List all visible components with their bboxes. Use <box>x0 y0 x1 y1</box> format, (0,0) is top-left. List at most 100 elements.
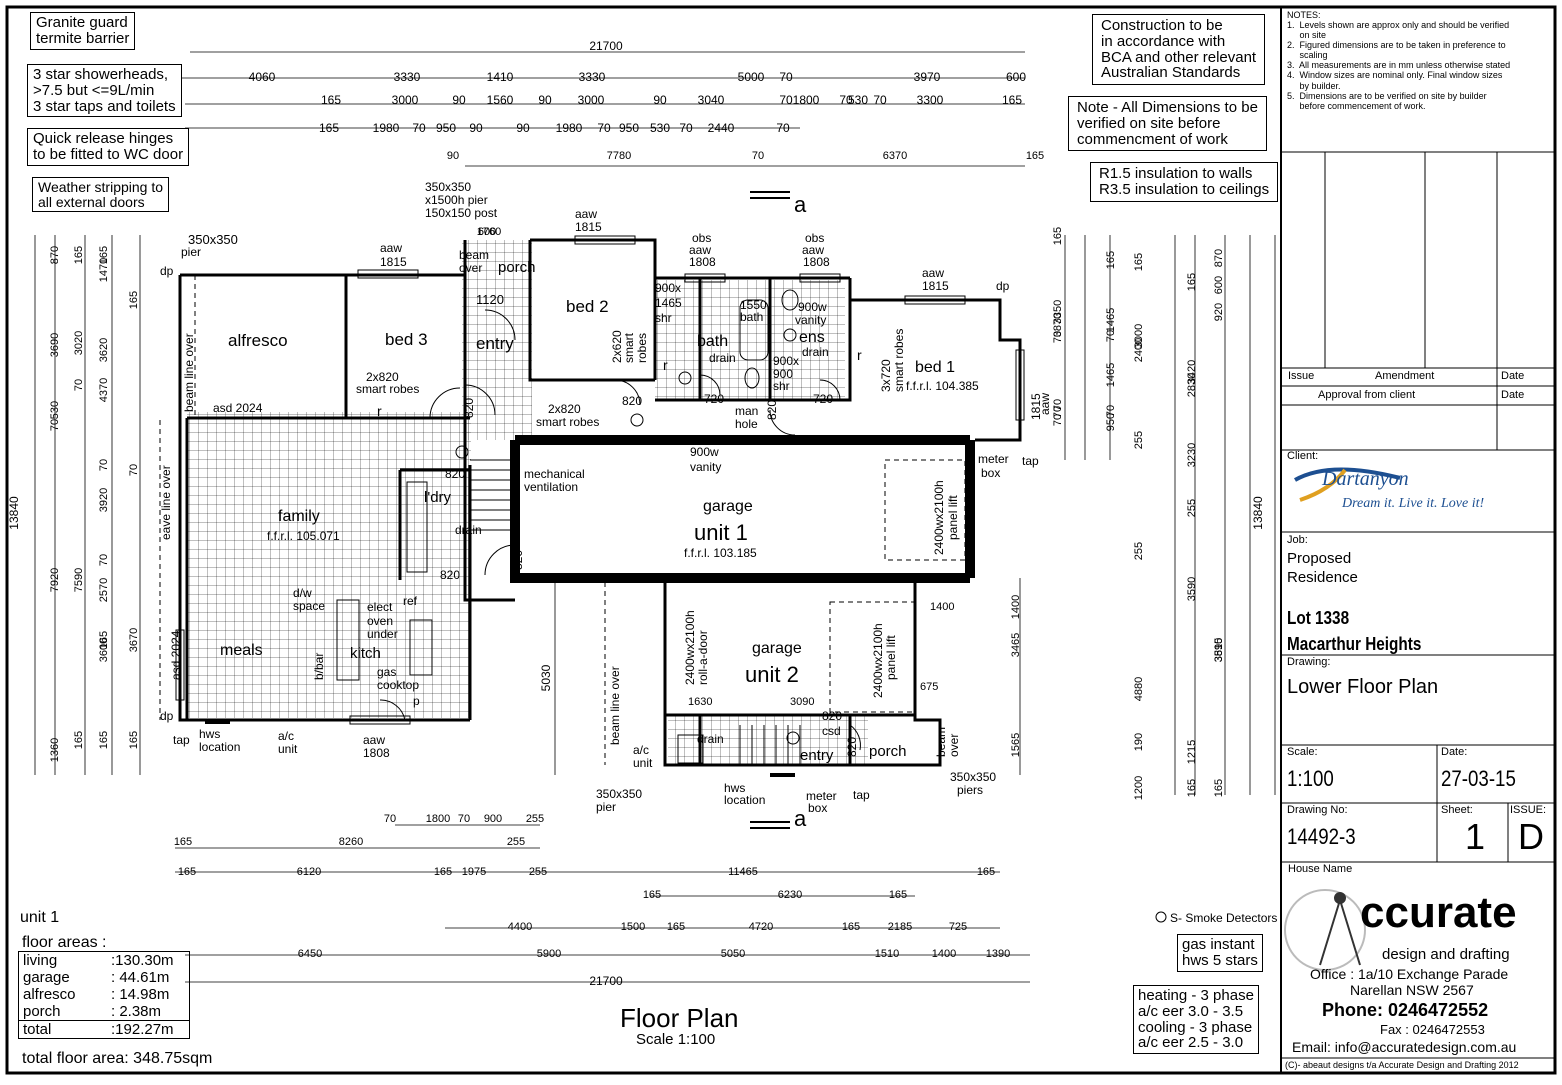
plan-annotation: aaw <box>380 241 402 255</box>
general-notes: NOTES: 1. Levels shown are approx only a… <box>1287 10 1552 111</box>
plan-annotation: location <box>724 793 765 807</box>
hws-note-line-2: hws 5 stars <box>1182 951 1258 969</box>
dimension-label: 2440 <box>708 121 735 135</box>
plan-annotation: 900x <box>773 354 799 368</box>
dimension-label: 7920 <box>49 568 61 592</box>
plan-annotation: 720 <box>704 392 724 406</box>
top-note-line: BCA and other relevant <box>1101 48 1257 66</box>
dimension-label: 900 <box>484 813 502 825</box>
dimension-label: 90 <box>538 93 552 107</box>
plan-annotation: asd 2024 <box>213 401 263 415</box>
drawing-label: Drawing: <box>1287 656 1331 668</box>
dimension-label: 165 <box>98 246 110 264</box>
plan-annotation: box <box>981 466 1000 480</box>
plan-annotation: aaw <box>802 243 824 257</box>
left-note-line: Granite guard <box>36 14 128 31</box>
dimension-label: 165 <box>889 889 907 901</box>
dimension-label: 70 <box>1052 399 1064 411</box>
plan-annotation: meter <box>806 789 837 803</box>
plan-annotation: 1630 <box>688 696 712 708</box>
dimension-label: 70 <box>1105 330 1117 342</box>
date-label-2: Date <box>1501 389 1525 401</box>
dimension-label: 3000 <box>1133 324 1145 348</box>
dimension-label: 3815 <box>1213 638 1225 662</box>
plan-annotation: drain <box>697 732 724 746</box>
plan-annotation: obs <box>692 231 711 245</box>
left-note-line: 3 star taps and toilets <box>33 97 176 115</box>
hws-note-line-1: gas instant <box>1182 936 1255 953</box>
dimension-label: 165 <box>1026 150 1044 162</box>
plan-annotation: pier <box>596 800 616 814</box>
dimension-label: 530 <box>650 121 670 135</box>
dimension-label: 70 <box>1052 406 1064 418</box>
plan-annotation: shr <box>773 379 790 393</box>
plan-annotation: 1815 <box>380 255 407 269</box>
dimension-label: 3420 <box>1186 360 1198 384</box>
plan-annotation: 820 <box>445 467 465 481</box>
plan-annotation: 1465 <box>655 296 682 310</box>
dimension-label: 5900 <box>537 948 561 960</box>
dimension-label: 21700 <box>589 974 623 988</box>
room-label-garage1_level: f.f.r.l. 103.185 <box>684 546 757 560</box>
area-row: garage: 44.61m <box>19 969 189 986</box>
sheet-number: 1 <box>1465 816 1486 857</box>
general-note-item: 1. Levels shown are approx only and shou… <box>1287 20 1510 31</box>
dimension-label: 2570 <box>98 578 110 602</box>
dimension-label: 165 <box>1133 253 1145 271</box>
hvac-note-line-1: heating - 3 phase <box>1138 987 1254 1004</box>
dimension-label: 870 <box>49 246 61 264</box>
lot-number: Lot 1338 <box>1287 608 1350 628</box>
windows <box>175 235 1025 725</box>
top-note-line: Note - All Dimensions to be <box>1077 99 1258 116</box>
dimension-label: 3040 <box>698 93 725 107</box>
job-label: Job: <box>1287 534 1308 546</box>
dimension-label: 4400 <box>508 921 532 933</box>
walls-unit-1 <box>178 238 1022 722</box>
plan-annotation: 1400 <box>930 601 954 613</box>
dimension-label: 165 <box>1186 273 1198 291</box>
hvac-note: heating - 3 phase a/c eer 3.0 - 3.5 cool… <box>1133 985 1259 1054</box>
scale-label: Scale: <box>1287 746 1318 758</box>
job-line-1: Proposed <box>1287 550 1352 567</box>
issue-label: Issue <box>1288 370 1315 382</box>
plan-annotation: 2x820 <box>366 370 399 384</box>
area-schedule-unit: unit 1 <box>20 909 60 926</box>
plan-title: Floor Plan <box>620 1003 739 1033</box>
dimension-label: 1980 <box>373 121 400 135</box>
dimension-label: 165 <box>1186 779 1198 797</box>
plan-annotation: 820 <box>822 709 842 723</box>
plan-annotation: space <box>293 599 325 613</box>
drawing-number: 14492-3 <box>1287 824 1356 849</box>
dimension-label: 70 <box>1052 331 1064 343</box>
date-value: 27-03-15 <box>1441 766 1516 791</box>
plan-annotation: ref <box>403 594 418 608</box>
plan-annotation: 1120 <box>476 292 504 307</box>
plan-annotation: under <box>367 627 398 641</box>
room-label-ldry: l'dry <box>424 489 452 506</box>
plan-annotation: d/w <box>293 586 312 600</box>
left-note-line: >7.5 but <=9L/min <box>33 81 155 99</box>
tile-floor-entry <box>462 240 532 440</box>
plan-annotation: smart robes <box>892 329 906 392</box>
hvac-note-line-4: a/c eer 2.5 - 3.0 <box>1138 1034 1244 1052</box>
dimension-label: 3690 <box>49 333 61 357</box>
office-suburb: Narellan NSW 2567 <box>1350 982 1474 998</box>
dimension-label: 1465 <box>1105 363 1117 387</box>
plan-annotation: 820 <box>462 398 476 418</box>
plan-annotation: pier <box>181 245 201 259</box>
dimension-label: 6450 <box>298 948 322 960</box>
dimension-label: 3020 <box>73 331 85 355</box>
plan-annotation: 2400wx2100h <box>932 480 946 555</box>
room-label-bath: bath <box>697 333 728 350</box>
plan-annotation: 350x350 <box>425 180 471 194</box>
dimension-label: 1510 <box>875 948 899 960</box>
hws-markers <box>205 720 795 777</box>
plan-annotation: x1500h pier <box>425 193 488 207</box>
plan-annotation: 3x720 <box>879 359 893 392</box>
dimension-label: 70 <box>128 464 140 476</box>
dimension-label: 90 <box>447 150 459 162</box>
dimension-label: 70 <box>384 813 396 825</box>
date-label: Date <box>1501 370 1525 382</box>
plan-annotation: aaw <box>363 733 385 747</box>
